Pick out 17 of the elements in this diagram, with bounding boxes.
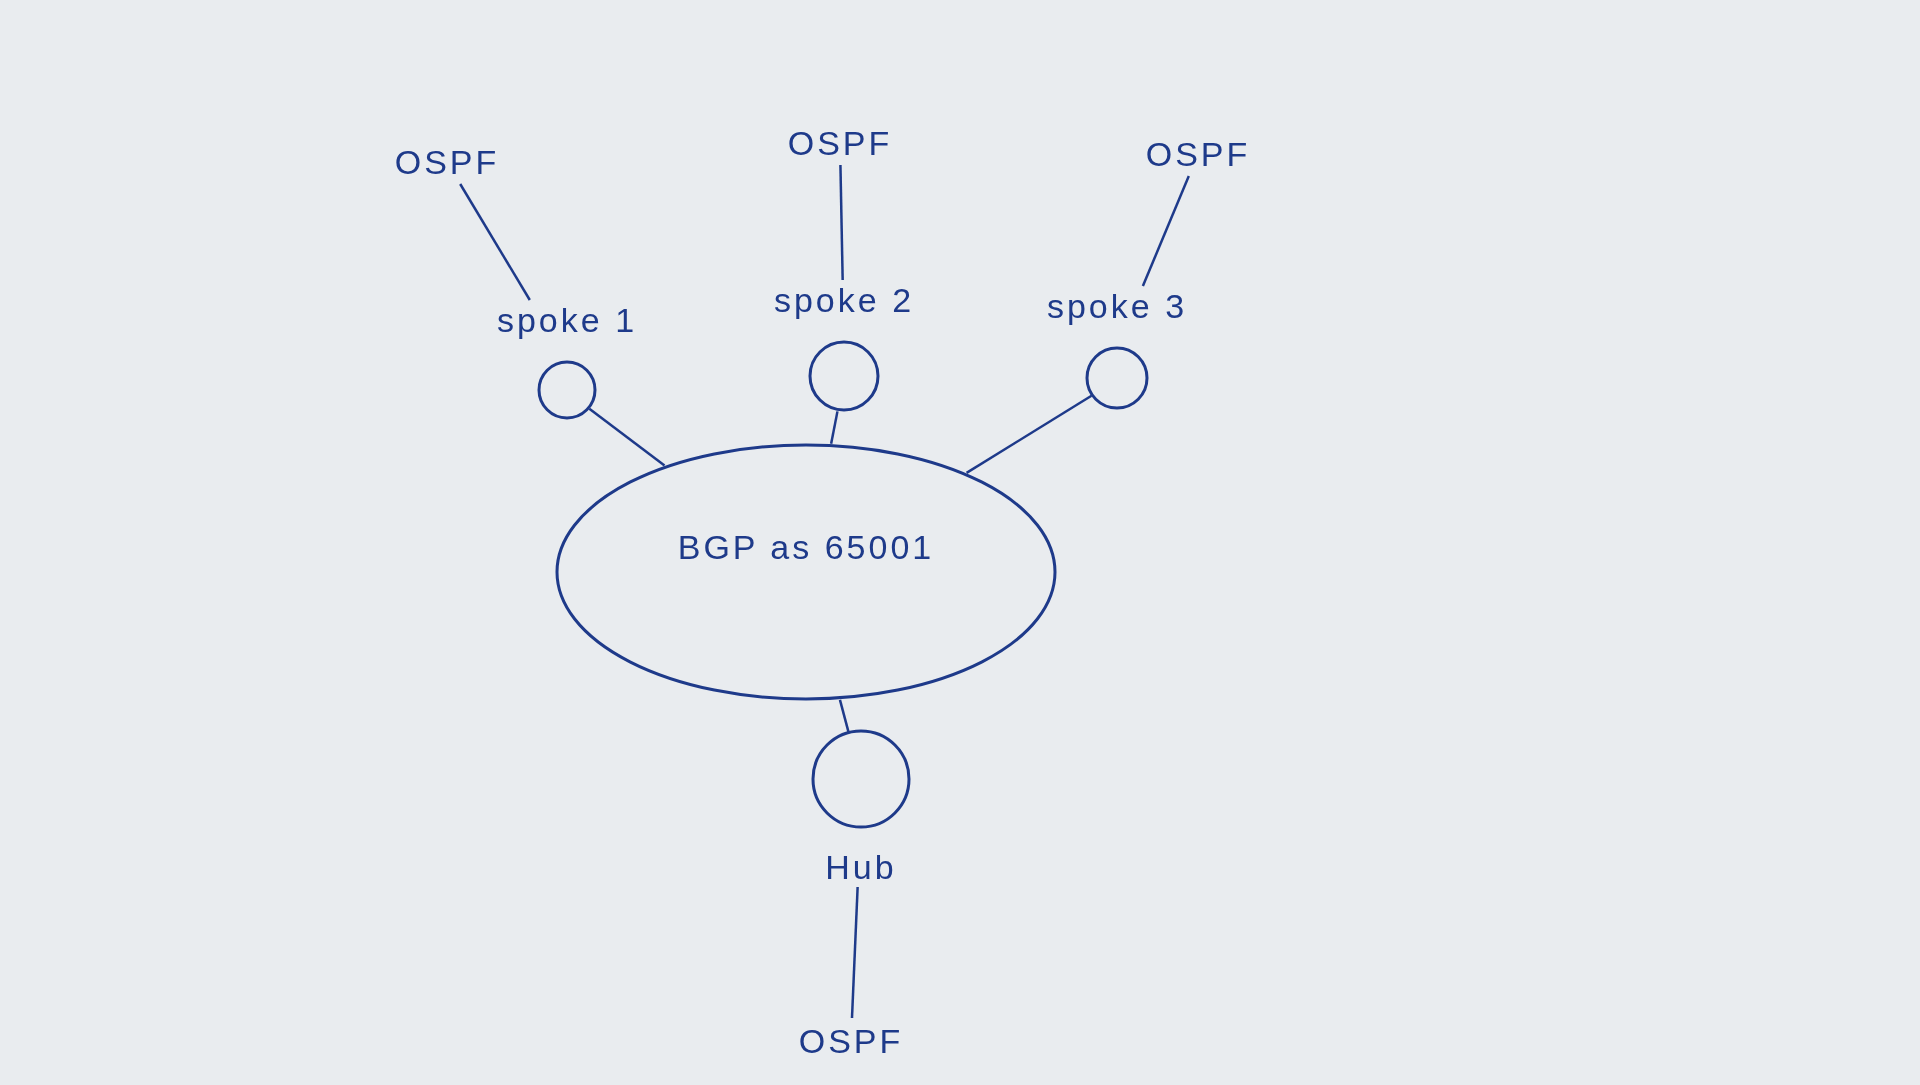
node-label: spoke 1	[496, 300, 638, 340]
node-label: BGP as 65001	[677, 528, 935, 566]
node-label: OSPF	[787, 123, 893, 163]
connector-line	[1141, 175, 1190, 287]
node-label: Hub	[825, 847, 897, 887]
connector-line	[850, 886, 859, 1019]
node-label: OSPF	[798, 1021, 904, 1061]
connector-line	[839, 164, 844, 281]
node-label: spoke 2	[773, 280, 915, 320]
node-label: spoke 3	[1046, 286, 1188, 326]
connector-line	[459, 183, 531, 301]
connector-line	[588, 407, 666, 467]
node-label: OSPF	[394, 142, 500, 182]
node-label: OSPF	[1145, 134, 1251, 174]
connector-line	[829, 411, 839, 444]
connector-line	[965, 394, 1093, 474]
connector-line	[838, 699, 850, 733]
